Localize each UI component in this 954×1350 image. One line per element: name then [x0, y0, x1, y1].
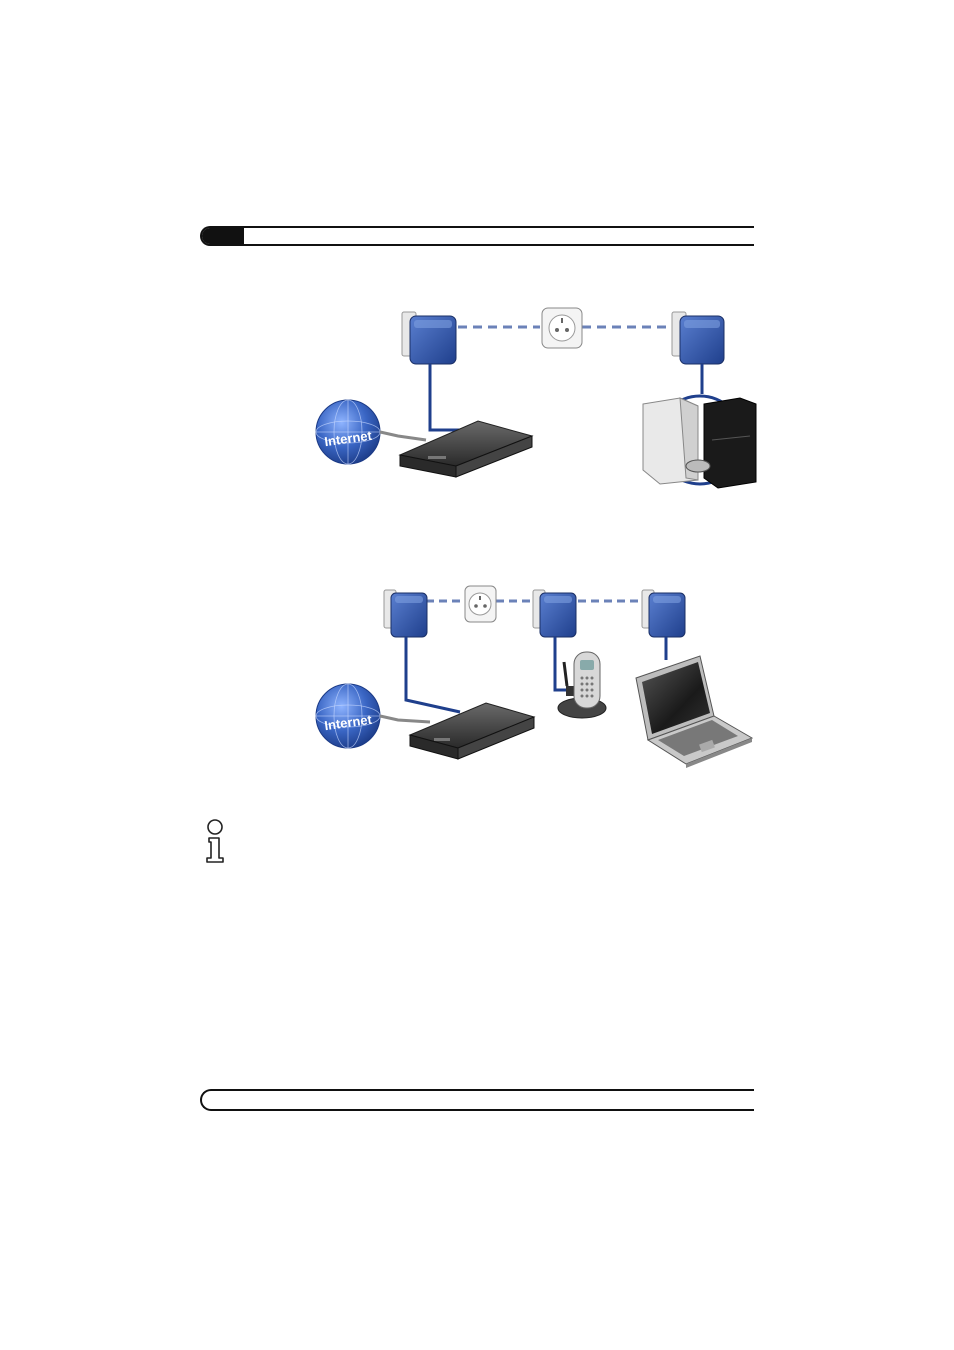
- page-header-bar: [200, 226, 754, 246]
- powerline-adapter-icon: [383, 589, 428, 638]
- lan-cable: [428, 364, 460, 432]
- laptop-icon: [635, 655, 754, 768]
- page-number-tab: [202, 228, 244, 244]
- game-console-icon: [642, 394, 757, 489]
- wall-socket-icon: [464, 585, 497, 623]
- wan-cable: [379, 430, 427, 442]
- router-icon: [408, 702, 536, 760]
- info-icon: [206, 819, 224, 863]
- wan-cable: [379, 714, 431, 724]
- diagram-top: Internet: [315, 307, 757, 489]
- lan-cable: [404, 637, 461, 714]
- wall-socket-icon: [541, 307, 583, 349]
- router-icon: [398, 420, 534, 478]
- globe-label: Internet: [323, 712, 373, 734]
- powerline-adapter-icon: [532, 589, 577, 638]
- powerline-adapter-icon: [641, 589, 686, 638]
- globe-label: Internet: [323, 428, 373, 450]
- page-footer-bar: [200, 1089, 754, 1111]
- cordless-phone-icon: [557, 651, 607, 719]
- diagram-bottom: Internet: [315, 585, 754, 768]
- powerline-adapter-icon: [671, 311, 725, 365]
- powerline-adapter-icon: [401, 311, 457, 365]
- globe-icon: Internet: [315, 399, 381, 465]
- globe-icon: Internet: [315, 683, 381, 749]
